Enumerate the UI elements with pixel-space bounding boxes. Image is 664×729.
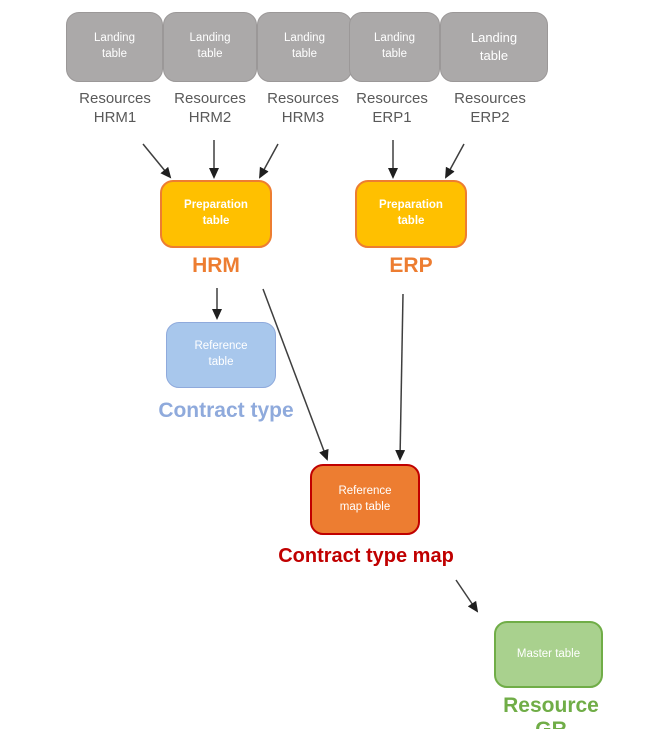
box-label: Preparation table [184, 199, 248, 227]
box-label: Landing table [94, 32, 135, 60]
landing-table-box-4: Landing table [349, 12, 440, 82]
contract-type-map-label: Contract type map [278, 545, 454, 567]
resource-label-hrm3: Resources HRM3 [253, 89, 353, 127]
preparation-table-hrm: Preparation table [160, 180, 272, 248]
reference-table-box: Reference table [166, 322, 276, 388]
box-label: Landing table [284, 32, 325, 60]
resource-code: HRM2 [188, 109, 232, 126]
box-label: Landing table [374, 32, 415, 60]
box-label: Landing table [189, 32, 231, 60]
resource-code: ERP2 [470, 109, 510, 126]
landing-table-box-1: Landing table [66, 12, 163, 82]
landing-table-box-5: Landing table [440, 12, 548, 82]
box-label: Landing table [470, 30, 518, 63]
resource-word: Resources [267, 90, 339, 107]
resource-word: Resources [454, 90, 526, 107]
resource-code: HRM3 [281, 109, 325, 126]
resource-label-hrm2: Resources HRM2 [160, 89, 260, 127]
resource-gr-label: Resource GR [503, 694, 599, 729]
resource-label-erp2: Resources ERP2 [440, 89, 540, 127]
arrow-hrm3-to-prep [259, 143, 279, 179]
landing-table-box-3: Landing table [257, 12, 352, 82]
resource-label-erp1: Resources ERP1 [342, 89, 442, 127]
landing-table-box-2: Landing table [163, 12, 257, 82]
arrow-erp2-to-prep [445, 143, 465, 179]
erp-label: ERP [389, 254, 433, 277]
arrow-erp-to-reference-map [395, 293, 406, 461]
master-table-box: Master table [494, 621, 603, 688]
resource-word: Resources [79, 90, 151, 107]
box-label: Master table [516, 647, 581, 660]
reference-map-table-box: Reference map table [310, 464, 420, 535]
resource-label-hrm1: Resources HRM1 [65, 89, 165, 127]
box-label: Preparation table [379, 199, 443, 227]
resource-word: Resources [174, 90, 246, 107]
contract-type-label: Contract type [158, 399, 294, 422]
preparation-table-erp: Preparation table [355, 180, 467, 248]
arrow-map-to-master [455, 579, 479, 613]
resource-code: HRM1 [93, 109, 137, 126]
hrm-label: HRM [192, 254, 240, 277]
box-label: Reference table [194, 340, 248, 368]
resource-code: ERP1 [372, 109, 412, 126]
resource-word: Resources [356, 90, 428, 107]
box-label: Reference map table [338, 484, 392, 513]
arrow-hrm1-to-prep [142, 143, 172, 179]
